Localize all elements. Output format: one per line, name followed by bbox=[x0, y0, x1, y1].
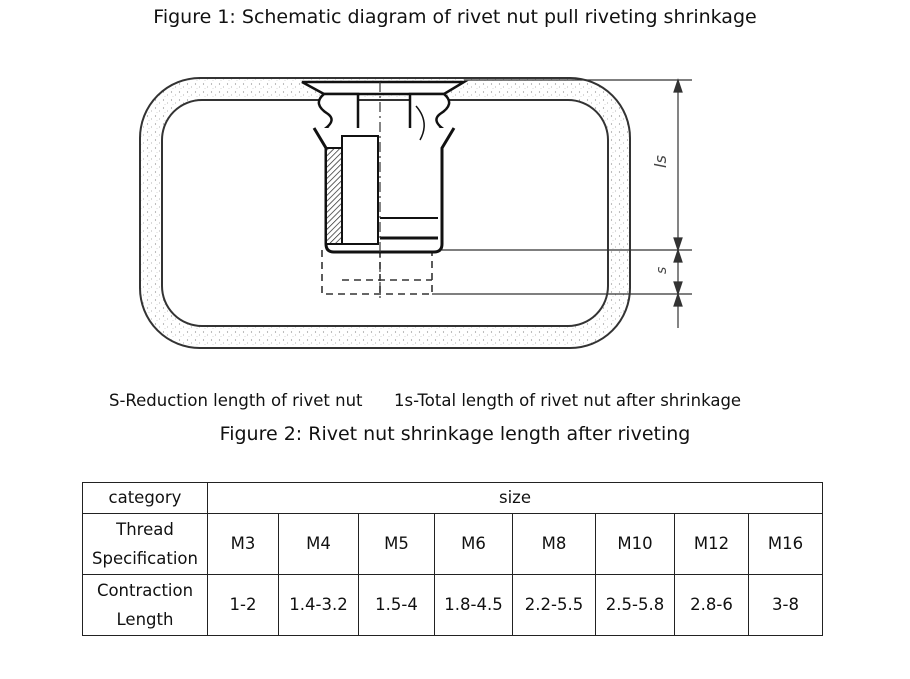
length-cell: 1.5-4 bbox=[358, 574, 435, 636]
tube-wall bbox=[139, 77, 631, 349]
thread-cell: M4 bbox=[278, 513, 359, 575]
legend-ls: 1s-Total length of rivet nut after shrin… bbox=[394, 391, 742, 410]
figure2-title: Figure 2: Rivet nut shrinkage length aft… bbox=[219, 423, 691, 445]
thread-cell: M3 bbox=[207, 513, 279, 575]
length-cell: 1.8-4.5 bbox=[434, 574, 513, 636]
length-cell: 1.4-3.2 bbox=[278, 574, 359, 636]
thread-cell: M10 bbox=[595, 513, 675, 575]
legend-s: S-Reduction length of rivet nut bbox=[109, 391, 363, 410]
length-cell: 2.5-5.8 bbox=[595, 574, 675, 636]
rivet-nut bbox=[301, 80, 469, 254]
category-header: category bbox=[82, 482, 208, 514]
original-rivet-outline bbox=[321, 250, 433, 295]
thread-cell: M8 bbox=[512, 513, 596, 575]
table-header-row: category size bbox=[82, 482, 823, 514]
size-header: size bbox=[207, 482, 823, 514]
thread-cell: M16 bbox=[748, 513, 823, 575]
length-cell: 2.2-5.5 bbox=[512, 574, 596, 636]
length-cell: 1-2 bbox=[207, 574, 279, 636]
length-cell: 2.8-6 bbox=[674, 574, 749, 636]
dimension-ls-label: ls bbox=[651, 155, 670, 168]
thread-cell: M5 bbox=[358, 513, 435, 575]
dimension-s-label: s bbox=[654, 267, 670, 274]
figure1-title: Figure 1: Schematic diagram of rivet nut… bbox=[153, 6, 757, 28]
rivet-nut-diagram: ls s bbox=[139, 77, 692, 349]
length-cell: 3-8 bbox=[748, 574, 823, 636]
thread-cell: M12 bbox=[674, 513, 749, 575]
dimension-lines bbox=[432, 78, 692, 328]
thread-cell: M6 bbox=[434, 513, 513, 575]
